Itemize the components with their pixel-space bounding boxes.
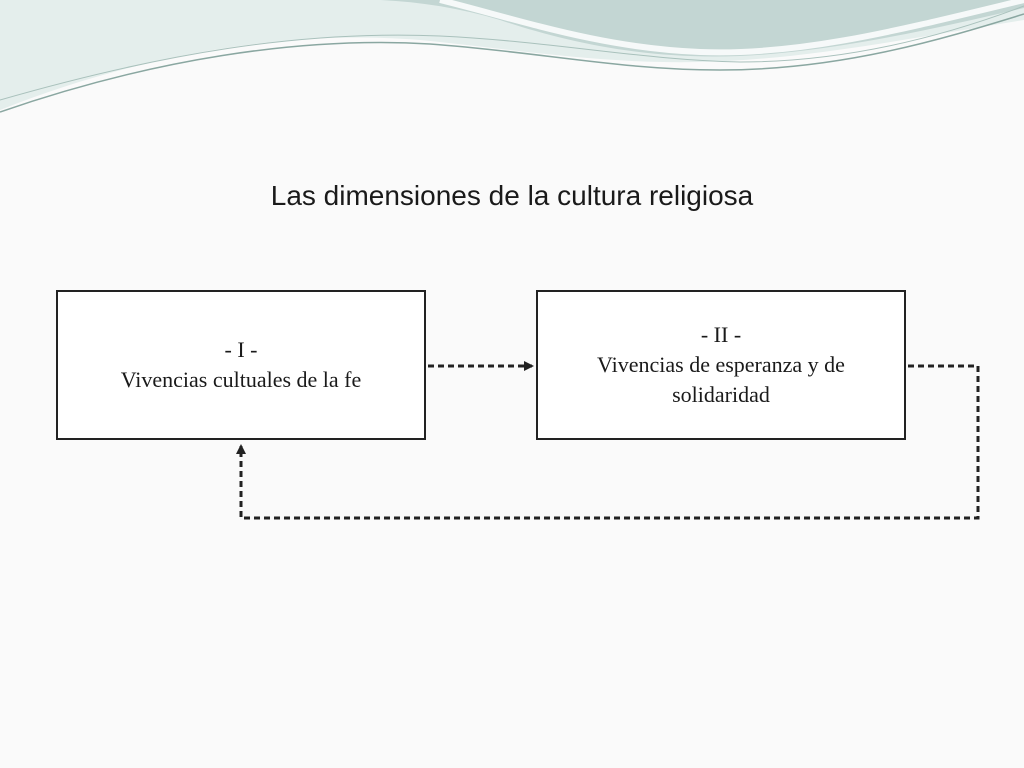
dimension-box-2: - II - Vivencias de esperanza y de solid… [536,290,906,440]
decorative-wave-banner [0,0,1024,113]
dimension-box-2-numeral: - II - [700,322,742,347]
banner-wave-highlight [439,0,1024,56]
banner-wave-mid [380,0,1024,57]
dimension-box-1: - I - Vivencias cultuales de la fe [56,290,426,440]
dimension-box-2-text: Vivencias de esperanza y de solidaridad [597,352,845,407]
slide-title: Las dimensiones de la cultura religiosa [270,180,754,211]
dimension-box-1-numeral: - I - [224,337,258,362]
banner-wave-line [0,13,1024,113]
banner-wave-line-2 [0,5,1024,101]
dimension-box-1-text: Vivencias cultuales de la fe [120,367,362,392]
